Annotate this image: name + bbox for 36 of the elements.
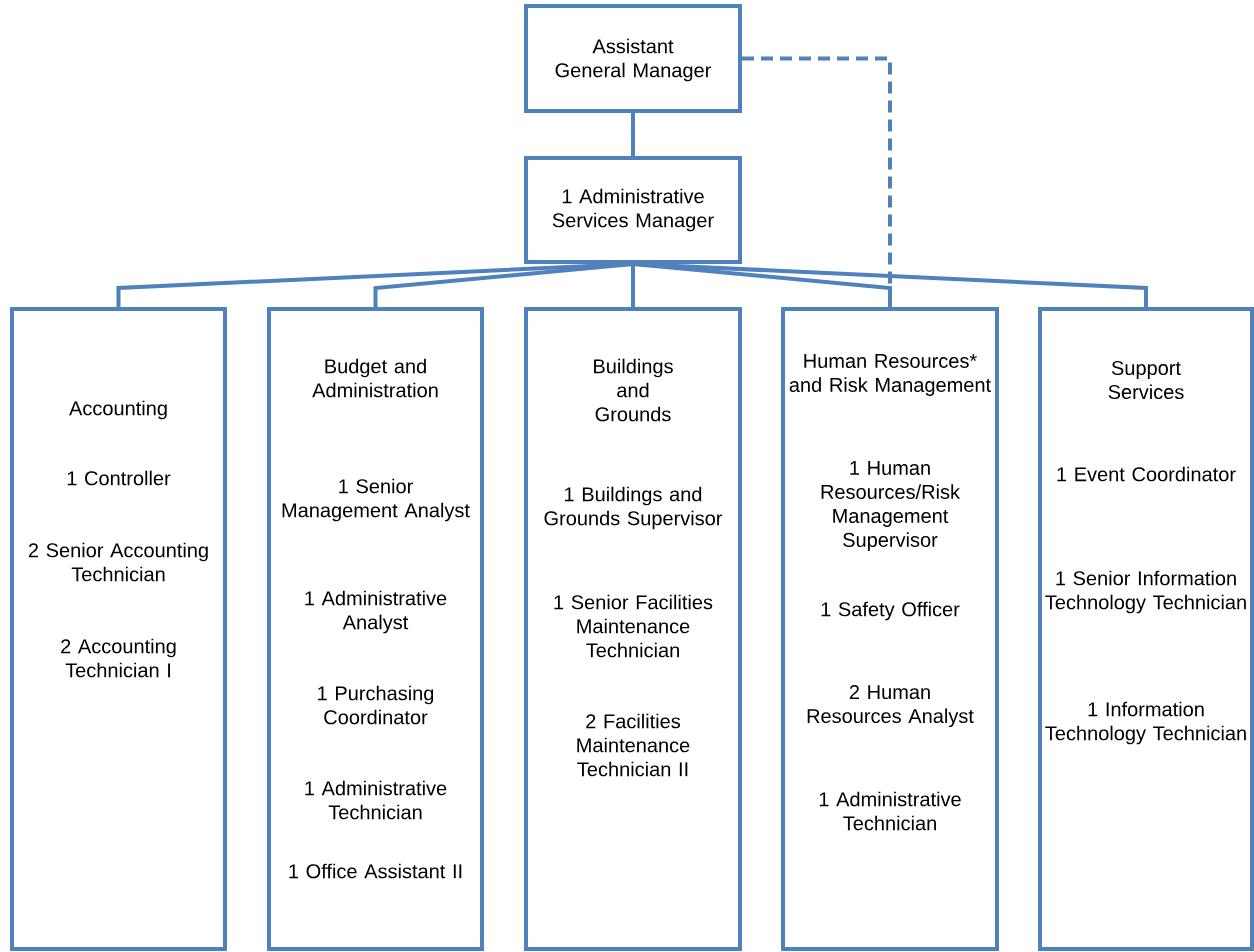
position-text: 1 Event Coordinator xyxy=(1057,466,1236,482)
position-text: 1 Purchasing Coordinator xyxy=(318,685,434,725)
department-box xyxy=(1038,307,1254,951)
position-text: 1 Administrative Technician xyxy=(305,780,447,820)
position-text: 1 Human Resources/Risk Management Supervisor xyxy=(821,461,961,551)
position-text: 1 Senior Management Analyst xyxy=(282,478,470,522)
department-heading: Human Resources* and Risk Management xyxy=(789,354,991,396)
department-heading: Budget and Administration xyxy=(312,358,438,398)
position-text: 1 Office Assistant II xyxy=(289,863,462,879)
position-text: 1 Safety Officer xyxy=(821,601,960,621)
department-box xyxy=(267,307,484,951)
position-text: 2 Facilities Maintenance Technician II xyxy=(577,713,690,777)
department-box xyxy=(781,307,999,951)
connector-line xyxy=(631,264,635,307)
title-text: Assistant General Manager xyxy=(555,38,711,82)
manager-box xyxy=(524,4,742,113)
connector-line xyxy=(631,113,635,156)
position-text: 2 Human Resources Analyst xyxy=(807,684,974,728)
position-text: 2 Senior Accounting Technician xyxy=(28,542,208,582)
connector-line xyxy=(373,262,634,307)
manager-box xyxy=(524,156,742,264)
position-text: 2 Accounting Technician I xyxy=(61,638,176,678)
department-heading: Accounting xyxy=(69,400,167,420)
department-heading: Buildings and Grounds xyxy=(594,358,673,422)
connector-line xyxy=(632,262,1148,307)
position-text: 1 Administrative Analyst xyxy=(305,590,447,634)
department-box xyxy=(10,307,227,951)
title-text: 1 Administrative Services Manager xyxy=(552,188,714,232)
position-text: 1 Administrative Technician xyxy=(819,791,961,831)
position-text: 1 Senior Facilities Maintenance Technician xyxy=(554,594,713,658)
department-box xyxy=(524,307,742,951)
position-text: 1 Buildings and Grounds Supervisor xyxy=(544,486,723,530)
position-text: 1 Information Technology Technician xyxy=(1045,701,1246,745)
department-heading: Support Services xyxy=(1108,360,1184,400)
position-text: 1 Senior Information Technology Technician xyxy=(1045,570,1246,614)
position-text: 1 Controller xyxy=(67,470,171,486)
